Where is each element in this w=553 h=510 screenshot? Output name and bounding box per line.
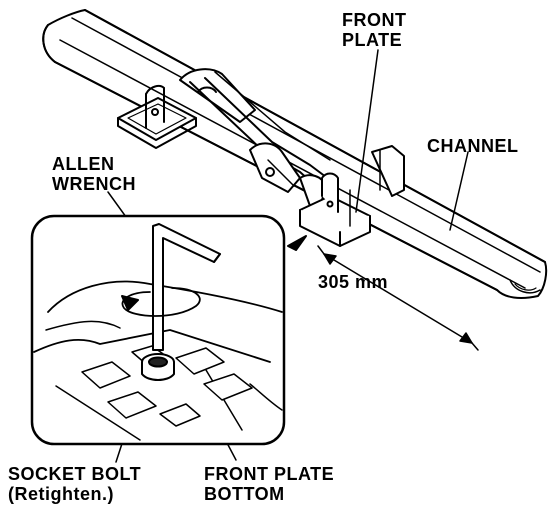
label-dimension: 305 mm xyxy=(318,272,389,292)
label-front-plate-bottom: FRONT PLATE BOTTOM xyxy=(204,464,335,504)
label-allen-wrench: ALLEN WRENCH xyxy=(52,154,136,194)
front-plate-foot xyxy=(299,172,371,247)
detail-inset xyxy=(30,214,286,446)
clamp-lever-assembly xyxy=(179,68,405,207)
leader-channel xyxy=(449,151,469,231)
dimension-line xyxy=(317,245,479,351)
label-front-plate: FRONT PLATE xyxy=(342,10,407,50)
label-channel: CHANNEL xyxy=(427,136,519,156)
label-socket-bolt: SOCKET BOLT (Retighten.) xyxy=(8,464,142,504)
rear-foot xyxy=(117,85,197,149)
leader-front-plate xyxy=(355,49,379,213)
detail-pointer xyxy=(287,235,307,251)
